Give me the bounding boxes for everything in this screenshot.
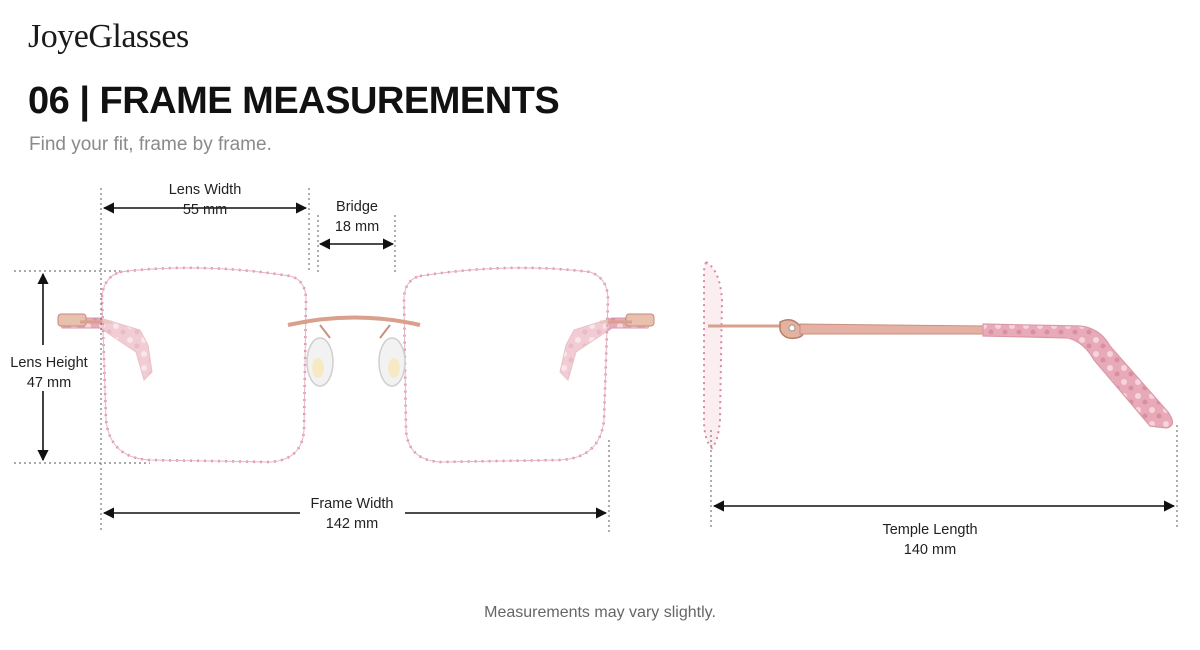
right-lens — [402, 266, 610, 464]
lens-width-value: 55 mm — [183, 202, 227, 218]
bridge-label: Bridge — [336, 199, 378, 215]
lens-height-value: 47 mm — [27, 375, 71, 391]
left-hinge — [57, 313, 87, 327]
right-hinge — [625, 313, 655, 327]
side-view-glasses — [703, 260, 1174, 450]
guide-lines — [14, 188, 1178, 532]
right-temple-stub — [559, 317, 651, 381]
frame-width-value: 142 mm — [326, 516, 378, 532]
temple-length-value: 140 mm — [904, 542, 956, 558]
side-temple-metal — [799, 323, 986, 335]
temple-length-label: Temple Length — [882, 522, 977, 538]
page-title: 06 | FRAME MEASUREMENTS — [28, 80, 560, 122]
lens-height-label: Lens Height — [10, 355, 87, 371]
lens-width-label: Lens Width — [169, 182, 242, 198]
bridge-value: 18 mm — [335, 219, 379, 235]
dimension-arrows — [37, 202, 1176, 519]
footer-note: Measurements may vary slightly. — [484, 604, 716, 621]
brand-logo: JoyeGlasses — [28, 18, 189, 55]
frame-width-label: Frame Width — [311, 496, 394, 512]
side-lens-edge — [703, 260, 724, 450]
side-temple-tip — [982, 323, 1174, 429]
bridge-bar — [287, 315, 421, 327]
front-view-glasses — [57, 266, 655, 464]
left-temple-stub — [59, 317, 153, 381]
left-lens — [100, 266, 308, 464]
page-subtitle: Find your fit, frame by frame. — [29, 134, 272, 155]
